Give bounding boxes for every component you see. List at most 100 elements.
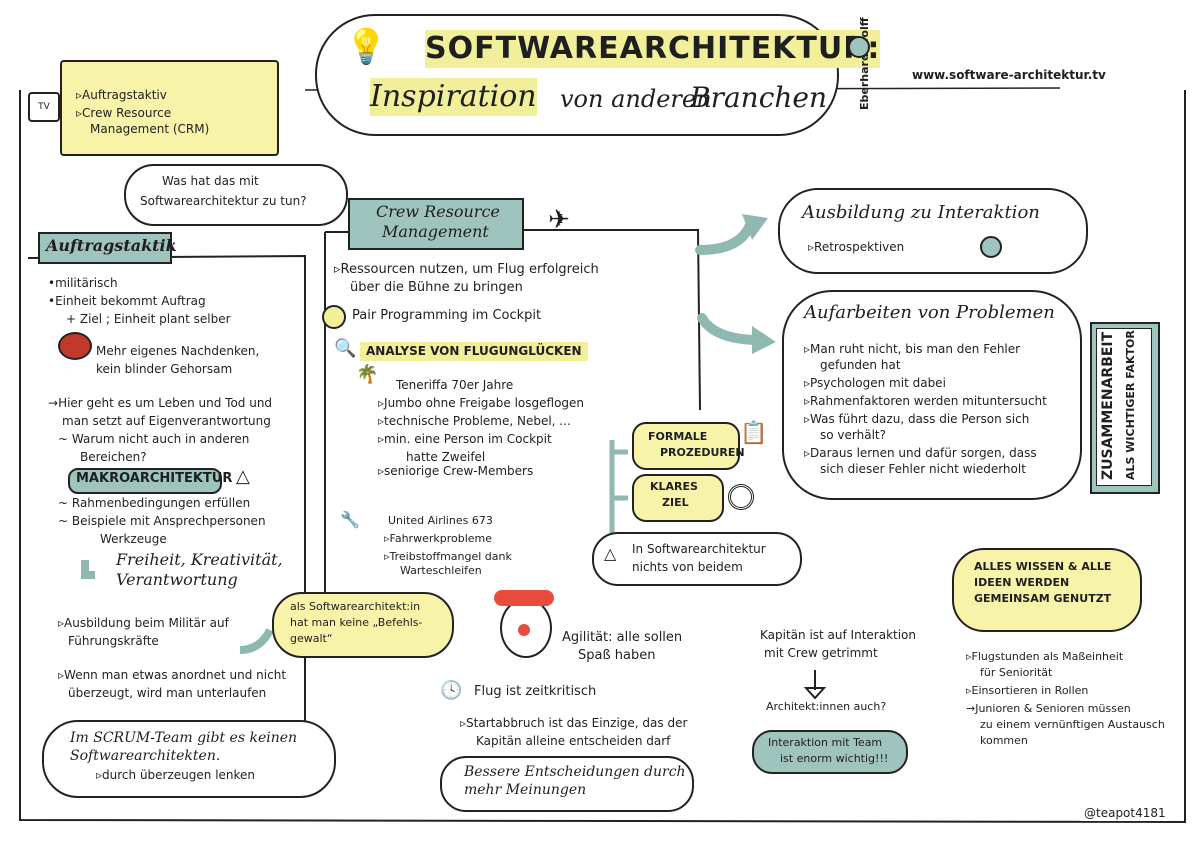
united-item-2: Treibstoffmangel dank: [384, 550, 512, 564]
prob-item-5a: Daraus lernen und dafür sorgen, dass: [804, 446, 1037, 461]
goal-1: KLARES: [650, 480, 698, 493]
teneriffa: Teneriffa 70er Jahre: [396, 378, 514, 392]
crm-resources-2: über die Bühne zu bringen: [350, 280, 523, 295]
magnifier-icon: 🔍: [334, 338, 357, 359]
question-line2: Softwarearchitektur zu tun?: [140, 194, 307, 208]
zusammenarbeit-inner: [1096, 328, 1152, 486]
formal-box: [632, 422, 740, 470]
better-1: Bessere Entscheidungen durch: [464, 764, 686, 780]
question-line1: Was hat das mit: [162, 174, 259, 188]
abort-1: Startabbruch ist das Einzige, das der: [460, 716, 687, 731]
makro-heading: MAKROARCHITEKTUR: [76, 471, 233, 486]
wissen-2: IDEEN WERDEN: [974, 576, 1070, 589]
tv-icon-label: TV: [38, 102, 50, 112]
title-line2-b: von anderen: [560, 85, 712, 113]
formal-1: FORMALE: [648, 430, 708, 443]
clown-icon: [500, 598, 552, 658]
kapitaen-2: mit Crew getrimmt: [764, 646, 878, 660]
interaktion-1: Interaktion mit Team: [768, 736, 883, 749]
clown-nose-icon: [518, 624, 530, 636]
kapitaen-1: Kapitän ist auf Interaktion: [760, 628, 916, 642]
senior-3c: kommen: [980, 734, 1028, 747]
auftragstaktik-heading: Auftragstaktik: [46, 236, 177, 255]
agility-2: Spaß haben: [578, 648, 656, 663]
wissen-cloud: [952, 548, 1142, 632]
probleme-heading: Aufarbeiten von Problemen: [804, 302, 1055, 323]
clock-icon: 🕓: [440, 680, 463, 701]
abort-2: Kapitän alleine entscheiden darf: [476, 734, 671, 748]
title-line2-c: Branchen: [690, 81, 828, 114]
title-line2-a: Inspiration: [370, 78, 537, 116]
scrum-bubble: [42, 720, 336, 798]
compass-icon-2: △: [604, 544, 617, 563]
life-2: man setzt auf Eigenverantwortung: [62, 414, 271, 428]
goal-box: [632, 474, 724, 522]
werkzeuge: Werkzeuge: [100, 532, 167, 546]
wrench-icon: 🔧: [340, 510, 360, 529]
united-item-1: Fahrwerkprobleme: [384, 532, 493, 546]
united-item-3: Warteschleifen: [400, 564, 482, 577]
tv-item-1: Auftragstaktiv: [76, 88, 167, 103]
makro-heading-box: [68, 468, 222, 494]
lightbulb-icon: 💡: [345, 27, 388, 67]
ausbildung-item-1: Retrospektiven: [808, 240, 904, 255]
prob-item-4b: so verhält?: [820, 428, 886, 442]
prob-item-2: Psychologen mit dabei: [804, 376, 946, 391]
freedom-2: Verantwortung: [116, 570, 238, 589]
better-2: mehr Meinungen: [464, 782, 587, 798]
brain-text-1: Mehr eigenes Nachdenken,: [96, 344, 260, 358]
question-bubble: [124, 164, 348, 226]
none-bubble: [592, 532, 802, 586]
why-2: Bereichen?: [80, 450, 147, 464]
target-icon: [728, 484, 754, 510]
teneriffa-item-4: hatte Zweifel: [406, 450, 486, 464]
scrum-sub: durch überzeugen lenken: [96, 768, 255, 783]
clown-hair-icon: [494, 590, 554, 606]
person-icon: [980, 236, 1002, 258]
wissen-3: GEMEINSAM GENUTZT: [974, 592, 1112, 605]
none-2: nichts von beidem: [632, 560, 743, 574]
airplane-icon: ✈: [548, 205, 570, 235]
prob-item-5b: sich dieser Fehler nicht wiederholt: [820, 462, 1026, 476]
crm-analyse: ANALYSE VON FLUGUNGLÜCKEN: [360, 342, 588, 361]
brain-icon: [58, 332, 92, 360]
checklist-icon: 📋: [740, 421, 768, 446]
ausbildung-heading: Ausbildung zu Interaktion: [802, 202, 1040, 223]
senior-1b: für Seniorität: [980, 666, 1053, 679]
makro-item-2: Beispiele mit Ansprechpersonen: [58, 514, 266, 529]
prob-item-4a: Was führt dazu, dass die Person sich: [804, 412, 1029, 427]
befehl-bubble: [272, 592, 454, 658]
tv-item-3: Management (CRM): [90, 122, 210, 136]
teneriffa-item-5: seniorige Crew-Members: [378, 464, 533, 479]
befehl-3: gewalt“: [290, 632, 333, 645]
zusammenarbeit-1: ZUSAMMENARBEIT: [1100, 331, 1116, 480]
makro-item-1: Rahmenbedingungen erfüllen: [58, 496, 250, 511]
prob-item-1b: gefunden hat: [820, 358, 901, 372]
interaktion-2: ist enorm wichtig!!!: [780, 752, 889, 765]
senior-3a: Junioren & Senioren müssen: [966, 702, 1130, 716]
title-line1: SOFTWAREARCHITEKTUR:: [425, 30, 881, 68]
befehl-2: hat man keine „Befehls-: [290, 616, 423, 629]
scrum-1: Im SCRUM-Team gibt es keinen: [70, 730, 298, 746]
interaktion-box: [752, 730, 908, 774]
senior-1a: Flugstunden als Maßeinheit: [966, 650, 1124, 664]
military-2: Führungskräfte: [68, 634, 159, 648]
why-1: Warum nicht auch in anderen: [58, 432, 250, 447]
tv-icon: TV: [28, 92, 60, 122]
teneriffa-item-1: Jumbo ohne Freigabe losgeflogen: [378, 396, 584, 411]
order-1: Wenn man etwas anordnet und nicht: [58, 668, 286, 683]
credit: @teapot4181: [1080, 806, 1170, 821]
architekt: Architekt:innen auch?: [766, 700, 887, 713]
crm-heading-box: [348, 198, 524, 250]
prob-item-3: Rahmenfaktoren werden mituntersucht: [804, 394, 1047, 409]
befehl-1: als Softwarearchitekt:in: [290, 600, 421, 613]
freedom-1: Freiheit, Kreativität,: [116, 550, 283, 569]
ausbildung-cloud: [778, 188, 1088, 274]
formal-2: PROZEDUREN: [660, 446, 745, 459]
military-1: Ausbildung beim Militär auf: [58, 616, 229, 631]
teneriffa-item-2: technische Probleme, Nebel, ...: [378, 414, 571, 429]
agility-1: Agilität: alle sollen: [562, 630, 683, 645]
crm-heading-1: Crew Resource: [376, 202, 500, 221]
tv-item-2: Crew Resource: [76, 106, 171, 121]
compass-icon: △: [236, 466, 250, 487]
